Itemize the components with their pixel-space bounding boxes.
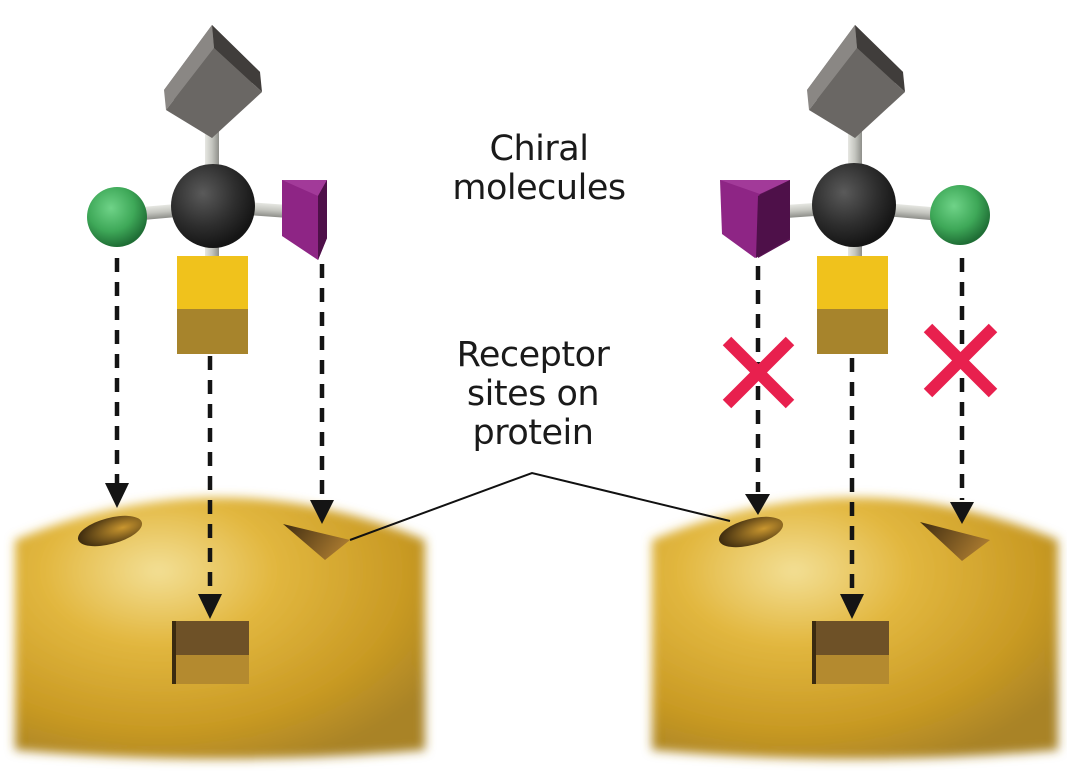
label-line: Chiral: [489, 129, 589, 169]
arrowhead-icon: [310, 500, 334, 524]
label-leader-lines: [349, 471, 731, 541]
arrowhead-icon: [198, 594, 222, 619]
arrowhead-icon: [840, 594, 864, 619]
chiral-molecule-left: [87, 25, 327, 354]
arrowhead-icon: [745, 494, 770, 515]
gray-cube: [807, 25, 905, 138]
label-line: Receptor: [456, 335, 610, 375]
green-sphere: [87, 187, 147, 247]
arrow-heads: [105, 483, 974, 619]
red-x-icon: [722, 336, 795, 409]
protein-left: [15, 497, 425, 759]
receptor-site-square: [812, 621, 889, 684]
green-sphere: [930, 185, 990, 245]
purple-prism: [282, 180, 327, 260]
carbon-atom: [171, 164, 255, 248]
receptor-site-square: [172, 621, 249, 684]
receptor-sites-label: Receptor sites on protein: [418, 335, 648, 454]
carbon-atom: [812, 163, 896, 247]
label-line: protein: [472, 413, 594, 454]
label-line: sites on: [466, 374, 600, 415]
yellow-cube: [817, 256, 888, 354]
label-line: molecules: [452, 168, 626, 209]
yellow-cube: [177, 256, 248, 354]
chiral-molecule-right: [720, 25, 990, 354]
receptor-site-oval: [77, 515, 143, 547]
chiral-molecules-label: Chiral molecules: [424, 129, 654, 209]
gray-cube: [164, 25, 262, 138]
purple-prism: [720, 180, 790, 258]
red-x-icon: [923, 323, 998, 398]
protein-right: [652, 497, 1058, 759]
arrowhead-icon: [105, 483, 129, 508]
receptor-site-triangle: [920, 522, 990, 561]
reject-marks: [722, 323, 998, 409]
receptor-site-triangle: [283, 524, 350, 560]
fit-arrows: [114, 258, 965, 598]
arrowhead-icon: [950, 502, 974, 524]
receptor-site-oval: [718, 516, 784, 548]
